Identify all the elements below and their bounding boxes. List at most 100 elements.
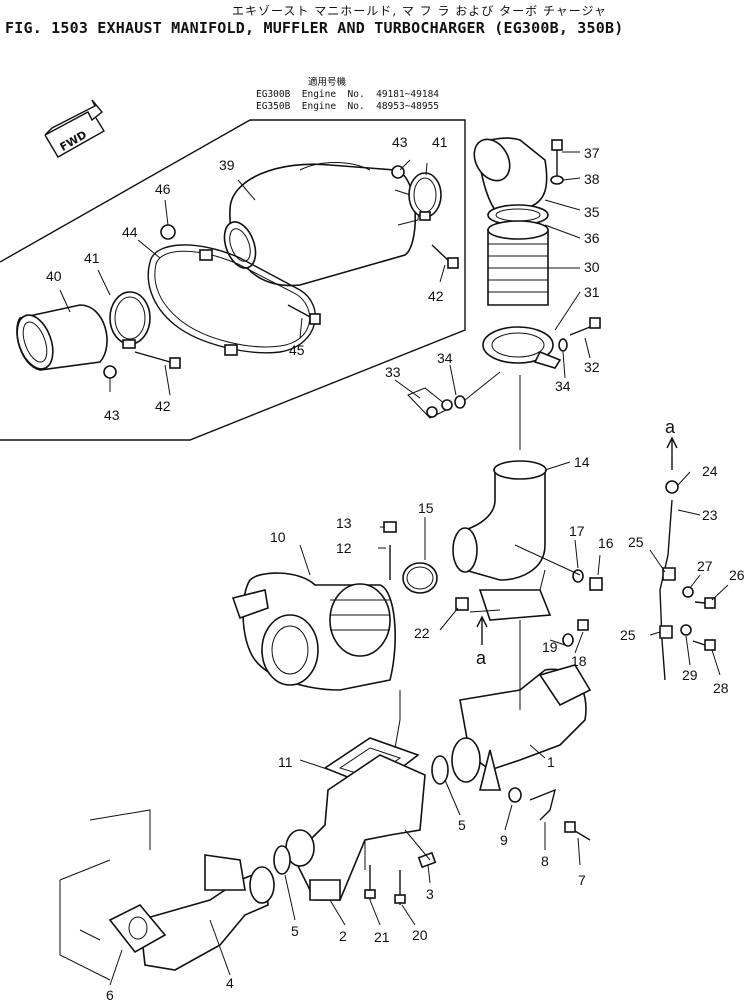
bolt-45 — [287, 304, 321, 325]
turbo-outlet-pipe — [452, 460, 552, 621]
flow-arrow-lower-head — [476, 615, 488, 628]
clamp-right — [408, 172, 442, 221]
callout-36: 36 — [584, 230, 600, 246]
callout-24: 24 — [702, 463, 718, 479]
bolt-20 — [394, 870, 406, 905]
callout-28: 28 — [713, 680, 729, 696]
callout-37: 37 — [584, 145, 600, 161]
callout-21: 21 — [374, 929, 390, 945]
serial-range-box: 適用号機 EG300B Engine No. 49181~49184 EG350… — [256, 77, 439, 128]
callout-41-left: 41 — [84, 250, 100, 266]
washer-38 — [550, 175, 564, 185]
clamp-31 — [482, 326, 562, 369]
callout-6: 6 — [106, 987, 114, 1003]
callout-15: 15 — [418, 500, 434, 516]
callout-27: 27 — [697, 558, 713, 574]
callout-31: 31 — [584, 284, 600, 300]
callout-16: 16 — [598, 535, 614, 551]
callout-7: 7 — [578, 872, 586, 888]
callout-23: 23 — [702, 507, 718, 523]
callout-19: 19 — [542, 639, 558, 655]
washer-17 — [572, 569, 584, 583]
washer-34-left — [454, 395, 466, 409]
callout-leaders — [59, 151, 729, 986]
bolt-21 — [364, 865, 376, 900]
japanese-title: エキゾースト マニホールド, マ フ ラ および ターボ チャージャ — [232, 4, 607, 18]
seal-ring-5-left — [273, 845, 291, 875]
nut-46 — [160, 224, 176, 240]
serial-title: 適用号機 — [308, 77, 347, 88]
callout-12: 12 — [336, 540, 352, 556]
callout-22: 22 — [414, 625, 430, 641]
washer-34-right — [558, 338, 568, 352]
callout-17: 17 — [569, 523, 585, 539]
mounting-band — [147, 244, 316, 356]
callout-25-lower: 25 — [620, 627, 636, 643]
flange-6 — [108, 904, 167, 954]
callout-1: 1 — [547, 754, 555, 770]
callout-43-right: 43 — [392, 134, 408, 150]
callout-30: 30 — [584, 259, 600, 275]
seal-ring-5-right — [431, 755, 449, 785]
oil-tube-assembly — [659, 480, 716, 681]
callout-34-left: 34 — [437, 350, 453, 366]
callout-26: 26 — [729, 567, 745, 583]
callout-45: 45 — [289, 342, 305, 358]
leader-33-to-clamp — [464, 371, 501, 401]
bolt-42-left — [134, 351, 181, 369]
fwd-arrow-icon: FWD — [44, 99, 105, 158]
callout-40: 40 — [46, 268, 62, 284]
bellows-30 — [487, 220, 549, 306]
callout-39: 39 — [219, 157, 235, 173]
bolt-32 — [569, 317, 601, 336]
callout-3: 3 — [426, 886, 434, 902]
bolt-16 — [589, 577, 603, 591]
callout-42-right: 42 — [428, 288, 444, 304]
callout-46: 46 — [155, 181, 171, 197]
clip-8 — [529, 788, 557, 821]
callout-5-right: 5 — [458, 817, 466, 833]
snap-ring-15 — [402, 562, 438, 594]
callout-32: 32 — [584, 359, 600, 375]
nut-43-left — [103, 365, 117, 379]
bolt-37 — [551, 139, 563, 178]
nut-13 — [383, 521, 397, 533]
outlet-pipe — [16, 304, 108, 371]
callout-29: 29 — [682, 667, 698, 683]
callout-44: 44 — [122, 224, 138, 240]
washer-19 — [562, 633, 574, 647]
callout-5-left: 5 — [291, 923, 299, 939]
callout-20: 20 — [412, 927, 428, 943]
nut-22 — [455, 597, 469, 611]
nut-18 — [577, 619, 589, 631]
figure-header: エキゾースト マニホールド, マ フ ラ および ターボ チャージャ FIG. … — [0, 0, 747, 48]
callout-34-right: 34 — [555, 378, 571, 394]
leader-turbo-stack — [364, 620, 521, 870]
callout-2: 2 — [339, 928, 347, 944]
callout-8: 8 — [541, 853, 549, 869]
callout-11: 11 — [278, 754, 293, 770]
muffler-body — [223, 162, 421, 287]
nuts-33 — [407, 387, 453, 419]
flow-mark-upper: a — [665, 417, 676, 437]
serial-row-eg350b: EG350B Engine No. 48953~48955 — [256, 101, 440, 112]
callout-43-left: 43 — [104, 407, 120, 423]
bolt-42-right — [431, 244, 459, 269]
figure-title: FIG. 1503 EXHAUST MANIFOLD, MUFFLER AND … — [5, 19, 624, 37]
pipe-4 — [139, 854, 275, 971]
bolt-7 — [564, 821, 591, 841]
callout-35: 35 — [584, 204, 600, 220]
serial-row-eg300b: EG300B Engine No. 49181~49184 — [256, 89, 440, 100]
plug-3 — [417, 851, 437, 869]
callout-18: 18 — [571, 653, 587, 669]
manifold-2 — [285, 754, 426, 901]
engine-block-outline — [59, 809, 151, 981]
callout-13: 13 — [336, 515, 352, 531]
manifold-1 — [451, 664, 592, 791]
callout-14: 14 — [574, 454, 590, 470]
callout-4: 4 — [226, 975, 234, 991]
fwd-label: FWD — [58, 128, 89, 154]
callout-33: 33 — [385, 364, 401, 380]
turbocharger — [231, 572, 396, 691]
